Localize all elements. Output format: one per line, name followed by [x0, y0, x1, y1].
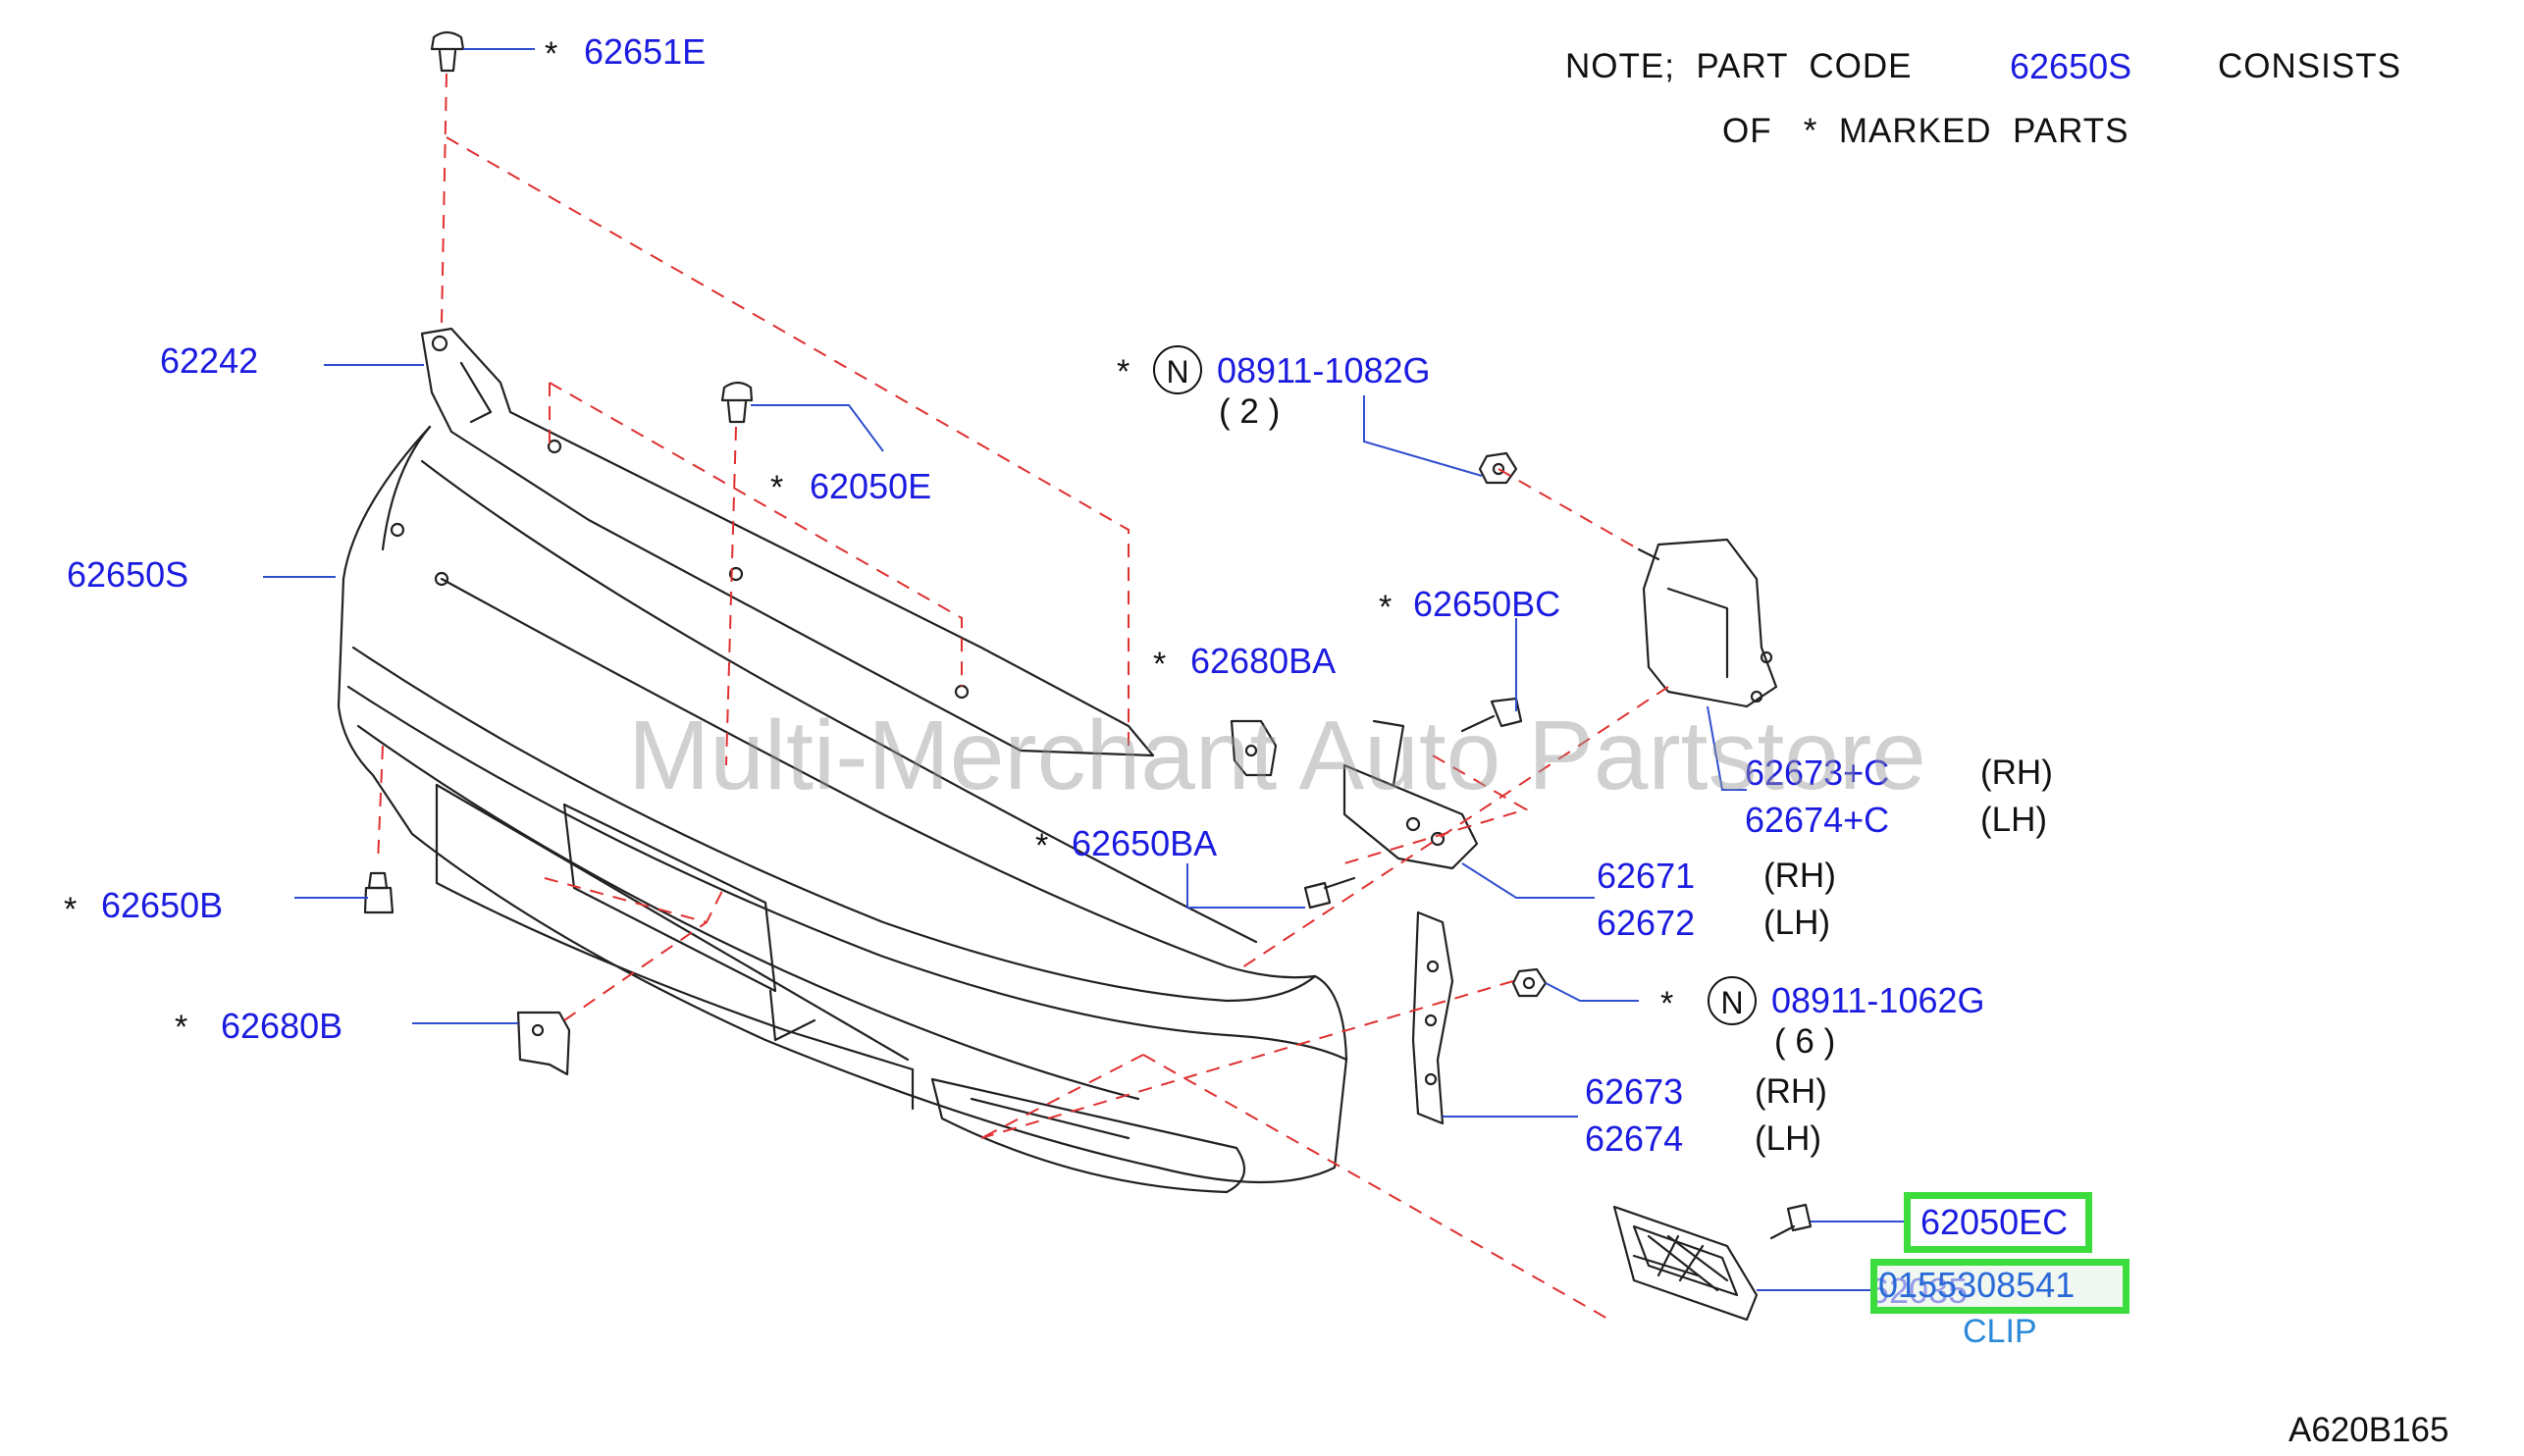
- bolt-62650BC: [1460, 697, 1523, 733]
- label-0155308541[interactable]: 0155308541: [1878, 1265, 2076, 1305]
- label-62651E[interactable]: 62651E: [584, 31, 707, 72]
- n-symbol-icon: N: [1153, 345, 1202, 394]
- star-marker: *: [1153, 646, 1167, 683]
- side-lh: (LH): [1763, 904, 1831, 942]
- side-rh: (RH): [1763, 857, 1836, 895]
- watermark: Multi-Merchant Auto Partstore: [628, 701, 1926, 810]
- note-line1-suffix: CONSISTS: [2218, 47, 2401, 85]
- note-line2: OF * MARKED PARTS: [1722, 112, 2130, 150]
- label-62674[interactable]: 62674: [1585, 1118, 1684, 1159]
- star-marker: *: [545, 35, 558, 73]
- label-62671[interactable]: 62671: [1597, 856, 1696, 896]
- diagram-code: A620B165: [2288, 1411, 2449, 1449]
- label-08911-1082G[interactable]: 08911-1082G: [1217, 350, 1431, 390]
- side-lh: (LH): [1755, 1119, 1822, 1158]
- bracket-62680BA: [1230, 719, 1278, 777]
- label-62673C[interactable]: 62673+C: [1745, 753, 1890, 793]
- qty-6: ( 6 ): [1774, 1022, 1836, 1061]
- note-line1-prefix: NOTE; PART CODE: [1565, 47, 1913, 85]
- clip-62050E: [720, 381, 754, 424]
- star-marker: *: [1660, 985, 1674, 1022]
- star-marker: *: [770, 469, 784, 506]
- star-marker: *: [64, 891, 78, 928]
- retainer-62242: [420, 327, 1155, 757]
- star-marker: *: [1035, 827, 1049, 864]
- highlight-62050EC: [1904, 1192, 2092, 1253]
- note-part-code: 62650S: [2010, 46, 2132, 86]
- star-marker: *: [1379, 589, 1393, 626]
- bracket-62671: [1342, 719, 1479, 870]
- qty-2: ( 2 ): [1219, 392, 1281, 431]
- label-08911-1062G[interactable]: 08911-1062G: [1771, 980, 1985, 1020]
- label-clip: CLIP: [1963, 1313, 2037, 1350]
- side-lh: (LH): [1980, 801, 2048, 839]
- assembly-lines: [377, 73, 1669, 1321]
- label-62242[interactable]: 62242: [160, 340, 259, 381]
- label-62650B[interactable]: 62650B: [101, 885, 224, 925]
- label-62680BA[interactable]: 62680BA: [1190, 641, 1337, 681]
- n-symbol-icon: N: [1708, 976, 1757, 1025]
- grille-62035: [1612, 1205, 1759, 1322]
- highlight-0155308541: [1870, 1259, 2130, 1314]
- side-rh: (RH): [1980, 754, 2053, 792]
- nut-08911-1082G: [1478, 451, 1518, 485]
- screw-62050EC: [1769, 1203, 1813, 1240]
- star-marker: *: [1117, 353, 1131, 390]
- star-marker: *: [175, 1009, 188, 1046]
- label-62650BA[interactable]: 62650BA: [1072, 823, 1218, 863]
- label-62672[interactable]: 62672: [1597, 903, 1696, 943]
- label-62050EC[interactable]: 62050EC: [1920, 1202, 2069, 1242]
- bolt-62650B: [363, 871, 394, 914]
- leader-lines: [263, 48, 1904, 1291]
- label-62050E[interactable]: 62050E: [810, 466, 932, 506]
- label-62674C[interactable]: 62674+C: [1745, 800, 1890, 840]
- bumper-fascia: [337, 425, 1348, 1194]
- bracket-62673: [1411, 910, 1454, 1125]
- label-62650BC[interactable]: 62650BC: [1413, 584, 1561, 624]
- bracket-62673C: [1637, 538, 1778, 708]
- bracket-62680B: [516, 1011, 571, 1076]
- clip-62651E: [430, 30, 465, 73]
- label-62673[interactable]: 62673: [1585, 1071, 1684, 1112]
- nut-08911-1062G: [1511, 967, 1548, 998]
- bolt-62650BA: [1303, 876, 1356, 910]
- label-62680B[interactable]: 62680B: [221, 1006, 343, 1046]
- side-rh: (RH): [1755, 1072, 1827, 1111]
- label-62650S[interactable]: 62650S: [67, 554, 189, 595]
